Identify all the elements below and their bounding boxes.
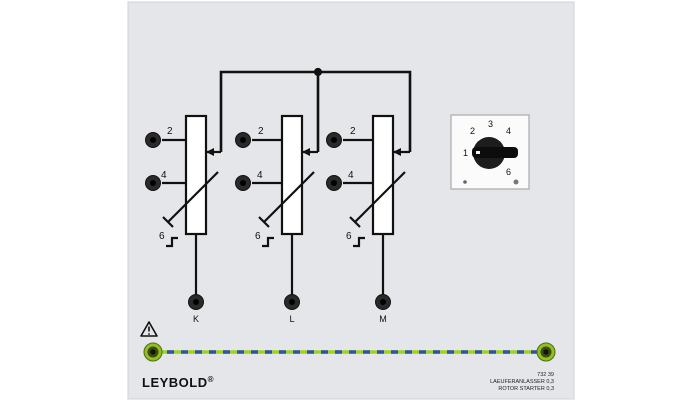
terminal-label: L bbox=[289, 314, 294, 324]
tap-label-6: 6 bbox=[346, 231, 352, 242]
ground-socket-right[interactable] bbox=[536, 342, 556, 362]
switch-screw bbox=[463, 180, 467, 184]
warning-triangle-icon bbox=[140, 321, 158, 337]
wiper-arrow bbox=[393, 148, 401, 156]
tap-label-2: 2 bbox=[167, 126, 173, 137]
switch-screw bbox=[513, 179, 519, 185]
catalog-number: 732 39 bbox=[537, 372, 554, 378]
switch-position-2: 2 bbox=[470, 126, 475, 136]
switch-position-4: 4 bbox=[506, 126, 511, 136]
title-german: LAEUFERANLASSER 0,3 bbox=[490, 379, 554, 385]
title-english: ROTOR STARTER 0,3 bbox=[498, 386, 554, 392]
tap-label-4: 4 bbox=[348, 170, 354, 181]
top-bus-wiring bbox=[219, 67, 412, 152]
resistor-unit-m: 2 4 6 M bbox=[326, 114, 410, 324]
rotary-switch[interactable]: 1 2 3 4 5 6 bbox=[450, 114, 530, 190]
terminal-label: K bbox=[193, 314, 199, 324]
resistor-body bbox=[371, 114, 395, 236]
svg-text:LEYBOLD®: LEYBOLD® bbox=[142, 375, 214, 390]
brand-registered-mark: ® bbox=[208, 375, 214, 384]
resistor-unit-l: 2 4 6 L bbox=[235, 114, 318, 324]
wiper-arrow bbox=[302, 148, 310, 156]
switch-position-1: 1 bbox=[463, 148, 468, 158]
tap-label-6: 6 bbox=[159, 231, 165, 242]
tap-label-6: 6 bbox=[255, 231, 261, 242]
terminal-label: M bbox=[379, 314, 387, 324]
brand-logo: LEYBOLD bbox=[142, 375, 208, 390]
resistor-unit-k: 2 4 6 K bbox=[145, 114, 221, 324]
resistor-body bbox=[280, 114, 304, 236]
ground-socket-left[interactable] bbox=[143, 342, 163, 362]
tap-label-2: 2 bbox=[350, 126, 356, 137]
resistor-body bbox=[184, 114, 208, 236]
rotary-knob-icon[interactable] bbox=[472, 137, 518, 169]
tap-label-2: 2 bbox=[258, 126, 264, 137]
switch-position-3: 3 bbox=[488, 119, 493, 129]
tap-label-4: 4 bbox=[161, 170, 167, 181]
switch-position-6: 6 bbox=[506, 167, 511, 177]
tap-label-4: 4 bbox=[257, 170, 263, 181]
wiper-arrow bbox=[206, 148, 214, 156]
